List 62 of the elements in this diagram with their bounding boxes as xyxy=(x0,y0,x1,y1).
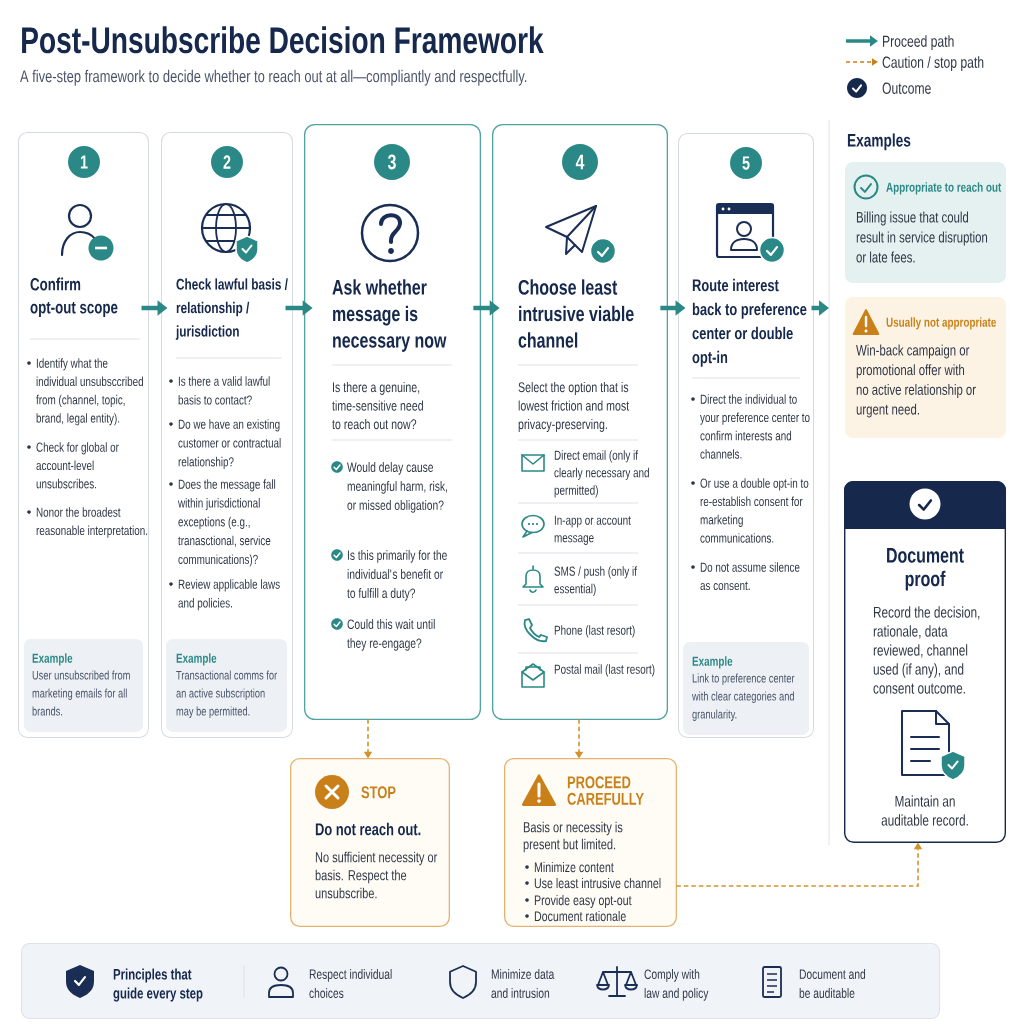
body-text: Basis or necessity is present but limited. xyxy=(523,821,623,853)
checklist-item: Could this wait until they re-engage? xyxy=(347,619,435,651)
bullet-text: Or use a double opt-in to re-establish consent for marketing communications. xyxy=(700,478,809,543)
bullet-text: Provide easy opt-out xyxy=(534,894,632,908)
bullet-text: Do we have an existing customer or contractual relationship? xyxy=(178,419,281,469)
bullet-text: Do not assume silence as consent. xyxy=(700,562,800,591)
step-number-badge: 3 xyxy=(374,144,410,180)
title: Post-Unsubscribe Decision Framework xyxy=(22,26,544,54)
legend-label: Proceed path xyxy=(883,35,954,51)
heading: Confirm opt-out scope xyxy=(30,277,118,317)
heading: Document proof xyxy=(887,548,964,591)
principle-label: Minimize data and intrusion xyxy=(491,969,555,998)
example-label: Example xyxy=(692,656,733,669)
bullet-text: Check for global or account-level unsubscribes. xyxy=(36,442,119,489)
callout-heading: Appropriate to reach out xyxy=(886,182,1002,195)
heading: Route interest back to preference center or double opt-in xyxy=(692,278,807,367)
checklist-item: Would delay cause meaningful harm, risk, or missed obligation? xyxy=(347,462,447,513)
bullet-text: Minimize content xyxy=(534,861,614,873)
bullet-text: Review applicable laws and policies. xyxy=(178,579,280,611)
principle-label: Document and be auditable xyxy=(799,969,866,998)
body-text: Is there a genuine, time-sensitive need to reach out now? xyxy=(332,381,423,430)
checklist-item: Is this primarily for the individual's benefit or to fulfill a duty? xyxy=(347,550,447,601)
channel-option: Phone (last resort) xyxy=(554,625,635,638)
body-text: Maintain an auditable record. xyxy=(881,795,968,826)
principle-label: Respect individual choices xyxy=(309,969,392,998)
body-text: Link to preference center with clear categories and granularity. xyxy=(692,673,795,721)
heading: Choose least intrusive viable channel xyxy=(518,279,634,348)
body-text: Select the option that is lowest friction and most privacy-preserving. xyxy=(518,381,630,432)
legend-label: Outcome xyxy=(882,82,931,94)
example-label: Example xyxy=(32,653,73,666)
bullet-text: Document rationale xyxy=(534,910,626,922)
body-text: No sufficient necessity or basis. Respect the unsubscribe. xyxy=(315,851,438,899)
step-number-badge: 2 xyxy=(211,146,243,178)
body-text: Billing issue that could result in service disruption or late fees. xyxy=(856,211,988,263)
channel-option: Postal mail (last resort) xyxy=(554,664,655,677)
channel-option: Direct email (only if clearly necessary and permitted) xyxy=(554,450,649,498)
status-heading: STOP xyxy=(361,786,396,799)
step-number-badge: 4 xyxy=(562,144,598,180)
channel-option: In-app or account message xyxy=(554,515,631,545)
heading: Principles that guide every step xyxy=(113,968,203,1002)
bullet-text: Use least intrusive channel xyxy=(534,877,661,889)
heading: Check lawful basis / relationship / jurisdiction xyxy=(175,278,288,340)
status-heading: PROCEED CAREFULLY xyxy=(567,776,644,805)
step-number-badge: 5 xyxy=(730,147,762,179)
bullet-text: Is there a valid lawful basis to contact? xyxy=(178,376,270,405)
bullet-text: Nonor the broadest reasonable interpretation. xyxy=(36,507,148,538)
subtitle: A five-step framework to decide whether to reach out at all—compliantly and respectfully. xyxy=(20,69,527,86)
bullet-text: Direct the individual to your preference center to confirm interests and channels. xyxy=(700,394,810,459)
heading: Ask whether message is necessary now xyxy=(332,279,447,352)
heading: Do not reach out. xyxy=(315,822,421,836)
body-text: User unsubscribed from marketing emails for all brands. xyxy=(32,670,130,716)
legend-label: Caution / stop path xyxy=(882,56,984,72)
body-text: Transactional comms for an active subscription may be permitted. xyxy=(176,670,277,718)
body-text: Win-back campaign or promotional offer with no active relationship or urgent need. xyxy=(856,344,976,418)
body-text: Record the decision, rationale, data reviewed, channel used (if any), and consent outcome. xyxy=(873,606,980,694)
example-label: Example xyxy=(176,653,217,666)
callout-heading: Usually not appropriate xyxy=(886,317,996,330)
bullet-text: Does the message fall within jurisdictional exceptions (e.g., tranasctional, service communications)? xyxy=(178,479,276,567)
step-number-badge: 1 xyxy=(68,146,100,178)
principle-label: Comply with law and policy xyxy=(644,969,709,1001)
bullet-text: Identify what the individual unsubsccribed from (channel, topic, brand, legal entity). xyxy=(36,358,143,426)
channel-option: SMS / push (only if essential) xyxy=(554,566,637,596)
